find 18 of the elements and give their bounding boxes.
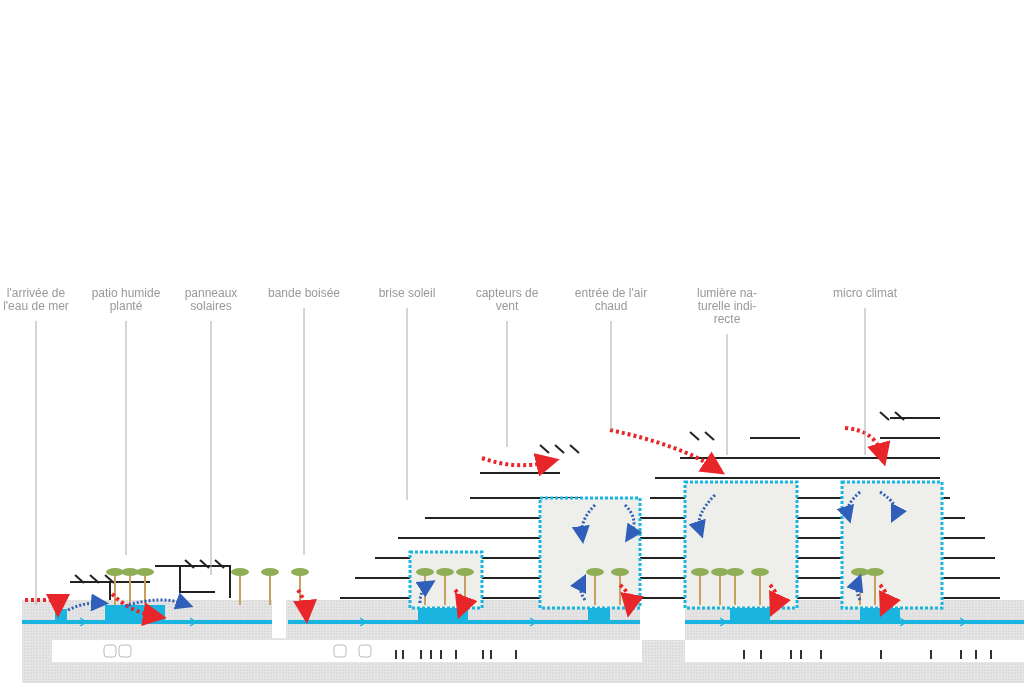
leader-line [864,307,866,456]
leader-line [506,320,508,448]
leader-line [726,333,728,456]
callout-label: entrée de l'air chaud [569,287,653,313]
callout-label: brise soleil [365,287,449,300]
leader-line [610,320,612,431]
callout-label: l'arrivée de l'eau de mer [0,287,78,313]
leader-line [210,320,212,576]
callout-label: micro climat [823,287,907,300]
leader-line [303,307,305,556]
callout-label: bande boisée [262,287,346,300]
callout-label: capteurs de vent [465,287,549,313]
leader-line [406,307,408,501]
callout-label: patio humide planté [84,287,168,313]
leader-line [125,320,127,556]
callout-label: lumière na- turelle indi- recte [685,287,769,326]
callout-label: panneaux solaires [169,287,253,313]
leader-line [35,320,37,606]
